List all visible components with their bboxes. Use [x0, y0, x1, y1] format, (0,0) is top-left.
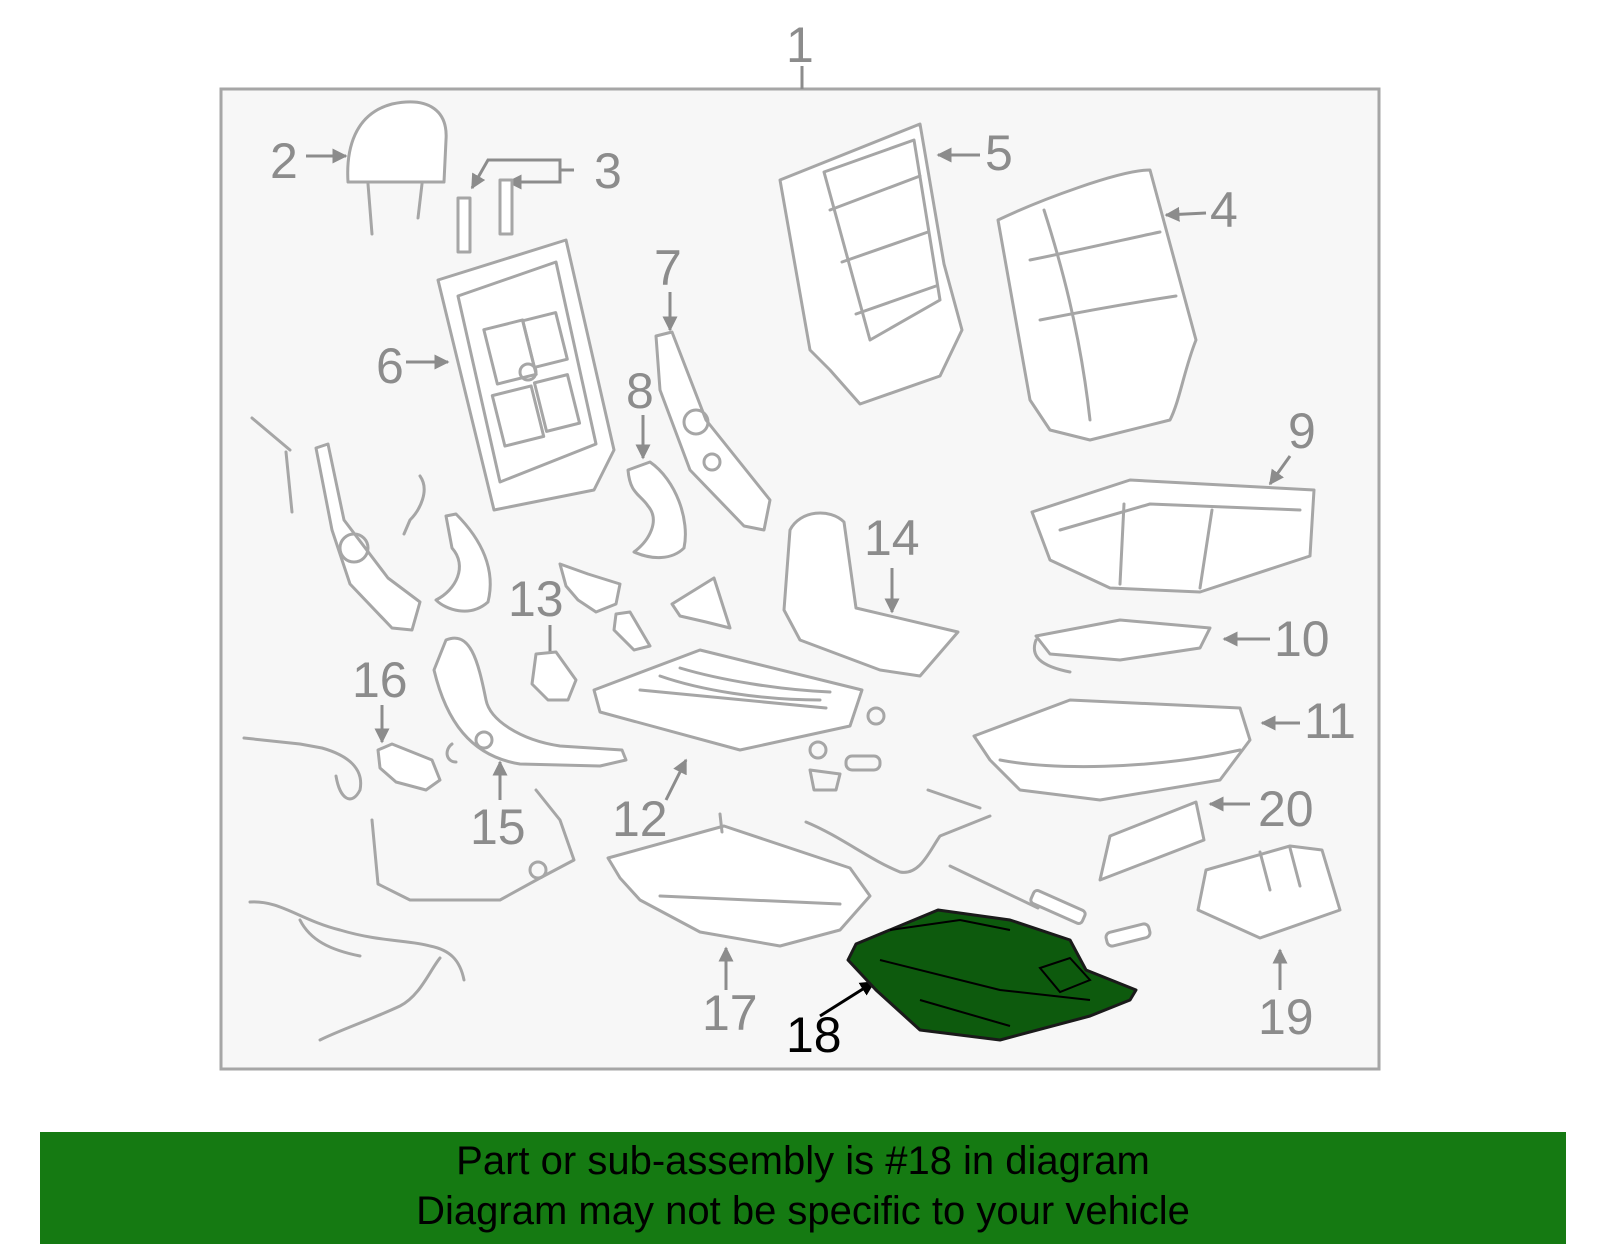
hinge-cover-part [626, 460, 687, 559]
callout-15: 15 [470, 799, 526, 855]
callout-labels: 1 2 3 4 5 6 7 8 9 10 11 12 13 14 15 16 1… [270, 17, 1356, 1063]
seat-base-highlighted-part [846, 908, 1138, 1042]
banner-line-1: Part or sub-assembly is #18 in diagram [456, 1139, 1150, 1183]
end-cover-part [1196, 844, 1342, 940]
hinge-bracket-part [654, 330, 772, 532]
callout-18: 18 [786, 1007, 842, 1063]
callout-12: 12 [612, 791, 668, 847]
cushion-frame-part [592, 648, 886, 792]
pivot-bracket-part [530, 562, 732, 702]
recliner-mechanism-part [250, 416, 492, 632]
callout-19: 19 [1258, 989, 1314, 1045]
release-handle-part [376, 742, 458, 792]
seatback-frame-part [436, 238, 616, 512]
callout-3: 3 [594, 143, 622, 199]
seatback-cover-part [778, 122, 964, 406]
gas-strut-part [948, 864, 1152, 948]
adjuster-cable-part [804, 788, 992, 874]
wire-harness-part [248, 900, 466, 1042]
callout-6: 6 [376, 338, 404, 394]
callout-9: 9 [1288, 403, 1316, 459]
headrest-part [346, 100, 448, 236]
callout-8: 8 [626, 363, 654, 419]
callout-5: 5 [985, 125, 1013, 181]
headrest-guide-part [456, 178, 514, 254]
callout-7: 7 [654, 240, 682, 296]
cushion-pad-part [972, 698, 1252, 802]
cushion-pan-part [606, 812, 872, 948]
callout-14: 14 [864, 510, 920, 566]
info-banner: Part or sub-assembly is #18 in diagram D… [40, 1132, 1566, 1244]
cushion-cover-part [1030, 478, 1316, 594]
release-cable-part [242, 736, 576, 902]
leader-lines [306, 147, 1300, 1018]
bracket-plate-part [1098, 800, 1206, 882]
callout-4: 4 [1210, 182, 1238, 238]
callout-10: 10 [1274, 611, 1330, 667]
side-shield-part [782, 511, 960, 678]
callout-13: 13 [508, 571, 564, 627]
callout-2: 2 [270, 133, 298, 189]
side-trim-part [432, 636, 628, 768]
callout-1: 1 [786, 17, 814, 73]
seat-heater-part [1033, 618, 1212, 674]
callout-16: 16 [352, 652, 408, 708]
callout-20: 20 [1258, 781, 1314, 837]
callout-17: 17 [702, 985, 758, 1041]
banner-line-2: Diagram may not be specific to your vehi… [416, 1189, 1190, 1233]
callout-11: 11 [1304, 693, 1356, 749]
seatback-trim-part [996, 168, 1198, 442]
